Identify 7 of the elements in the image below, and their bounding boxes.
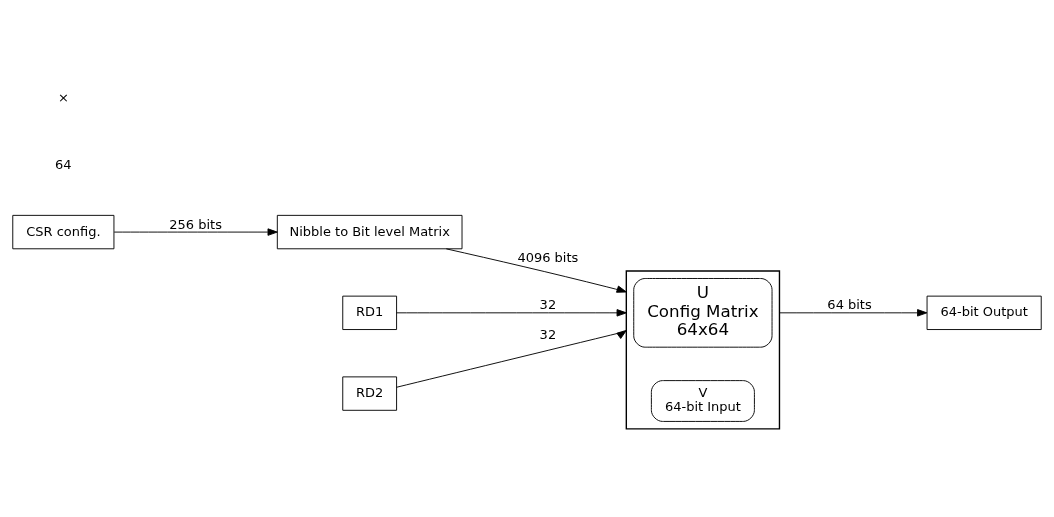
edge-label: 64 bits <box>827 296 872 312</box>
label: × <box>57 89 69 105</box>
edge-label: 4096 bits <box>517 249 579 265</box>
edge-label: 256 bits <box>169 216 222 232</box>
edge-label: 32 <box>539 326 557 342</box>
edge-label: 32 <box>539 296 557 312</box>
label: 64 <box>55 156 72 172</box>
